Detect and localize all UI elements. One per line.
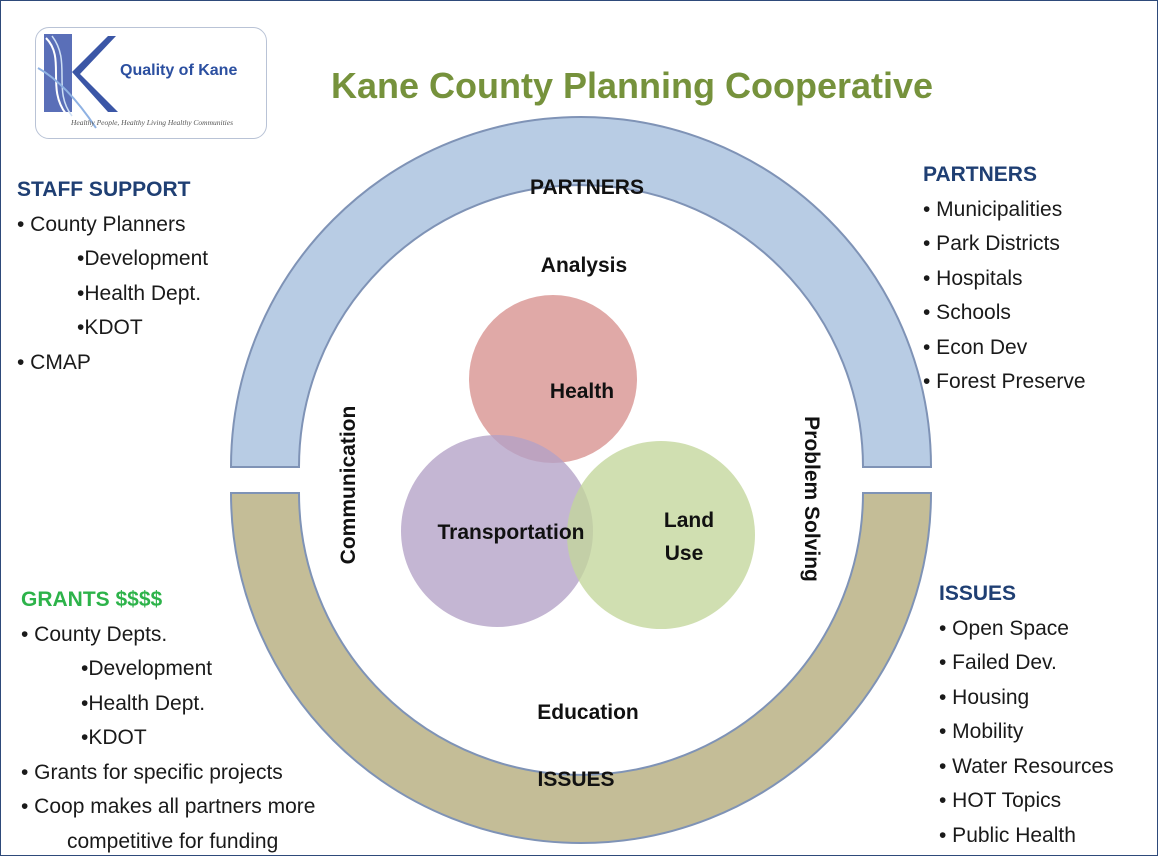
health-label: Health (550, 380, 614, 403)
list-item: • Forest Preserve (923, 370, 1086, 393)
list-item: • County Depts. (21, 622, 168, 646)
logo: Quality of Kane Healthy People, Healthy … (35, 27, 267, 139)
ring-issues-label: ISSUES (537, 768, 614, 791)
list-item: • Housing (939, 685, 1030, 709)
list-item: • Schools (923, 301, 1011, 324)
partners-heading: PARTNERS (923, 163, 1037, 186)
list-item: • Hospitals (923, 266, 1023, 290)
list-item: •Health Dept. (81, 691, 206, 715)
list-item: • Coop makes all partners more (21, 795, 316, 818)
list-item: competitive for funding (67, 829, 279, 853)
transportation-label: Transportation (437, 521, 584, 544)
list-item: • CMAP (17, 350, 91, 374)
logo-name: Quality of Kane (120, 62, 238, 79)
list-item: • Municipalities (923, 197, 1063, 221)
land-use-label-line1: Land (664, 509, 714, 532)
issues-heading: ISSUES (939, 582, 1017, 605)
staff-support-heading: STAFF SUPPORT (17, 178, 191, 201)
land-use-circle (567, 441, 755, 629)
list-item: • Open Space (939, 616, 1069, 640)
list-item: • Grants for specific projects (21, 760, 283, 784)
transportation-circle (401, 435, 593, 627)
partners-ring-segment (229, 116, 933, 468)
ring-partners-label: PARTNERS (530, 176, 644, 199)
list-item: • Public Health (939, 823, 1076, 847)
list-item: • County Planners (17, 212, 186, 236)
education-label: Education (537, 701, 639, 724)
health-circle (469, 295, 637, 463)
staff-support-list: STAFF SUPPORT • County Planners •Develop… (17, 173, 208, 380)
land-use-label-line2: Use (665, 542, 704, 565)
communication-label: Communication (337, 406, 360, 565)
k-logo-icon (37, 34, 118, 129)
grants-heading: GRANTS $$$$ (21, 588, 163, 611)
list-item: •Development (77, 247, 209, 270)
page-title: Kane County Planning Cooperative (331, 65, 934, 106)
list-item: • Park Districts (923, 232, 1060, 255)
partners-list: PARTNERS • Municipalities • Park Distric… (923, 158, 1086, 400)
list-item: • HOT Topics (939, 789, 1062, 812)
list-item: • Water Resources (939, 754, 1114, 778)
issues-list: ISSUES • Open Space • Failed Dev. • Hous… (939, 577, 1114, 853)
analysis-label: Analysis (541, 254, 627, 277)
list-item: •KDOT (77, 316, 143, 339)
problem-solving-label: Problem Solving (800, 416, 823, 582)
list-item: •Health Dept. (77, 281, 202, 305)
list-item: • Econ Dev (923, 335, 1028, 359)
logo-tagline: Healthy People, Healthy Living Healthy C… (70, 118, 234, 127)
list-item: •Development (81, 657, 213, 680)
issues-ring-segment (229, 492, 933, 844)
list-item: •KDOT (81, 726, 147, 749)
grants-list: GRANTS $$$$ • County Depts. •Development… (21, 583, 316, 855)
list-item: • Failed Dev. (939, 651, 1057, 674)
list-item: • Mobility (939, 720, 1024, 743)
